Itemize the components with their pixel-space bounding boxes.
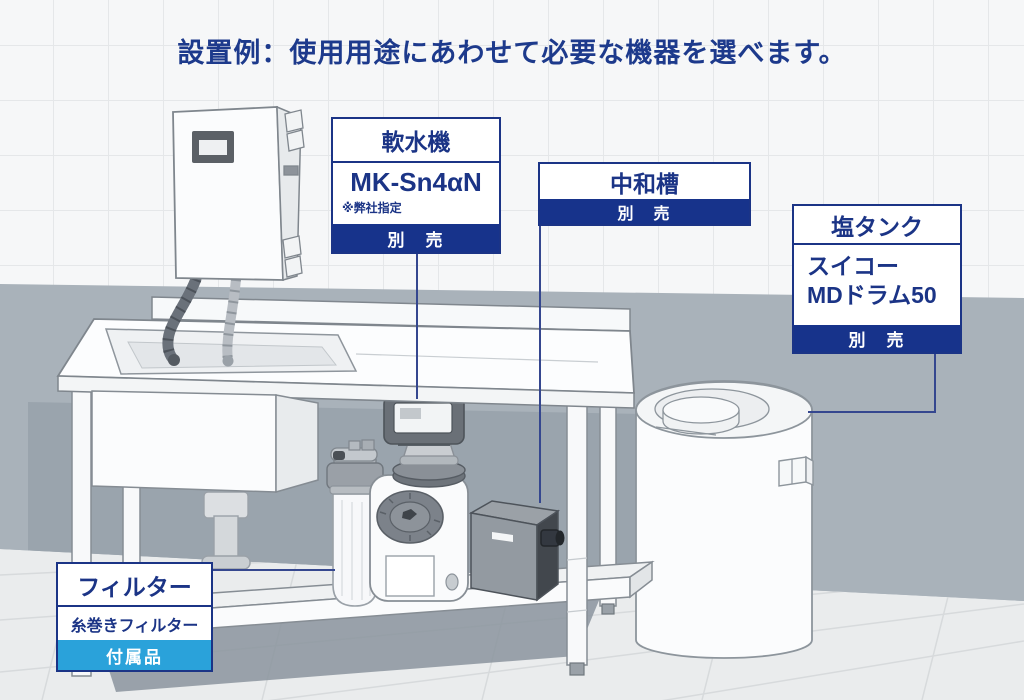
drum-side-fitting (778, 455, 814, 487)
callout-softener-model: MK-Sn4αN (350, 167, 482, 197)
water-softener-illustration (369, 395, 469, 602)
callout-neutralizer-availability-badge: 別 売 (540, 199, 749, 224)
filter-illustration (326, 439, 384, 607)
callout-softener-heading: 軟水機 (333, 119, 499, 163)
sink-underbox (91, 390, 277, 493)
callout-neutralization-tank: 中和槽 別 売 (538, 162, 751, 226)
page-title: 設置例：使用用途にあわせて必要な機器を選べます。 (177, 38, 847, 68)
connector-salt-tank (808, 353, 936, 413)
callout-salt-maker: スイコー (807, 253, 899, 279)
connector-lines (213, 225, 936, 571)
callout-salt-tank: 塩タンク スイコー MDドラム50 別 売 (792, 204, 962, 354)
leg-foot (569, 662, 585, 676)
callout-neutralizer-heading: 中和槽 (610, 170, 679, 197)
table-shadow (98, 598, 600, 692)
counter-edge (57, 375, 635, 409)
callout-salt-availability-badge: 別 売 (794, 325, 960, 352)
callout-softener: 軟水機 MK-Sn4αN ※弊社指定 別 売 (331, 117, 501, 254)
tank-label (492, 532, 513, 542)
softener-label (385, 555, 435, 597)
callout-softener-availability-badge: 別 売 (333, 224, 499, 252)
callout-filter-model: 糸巻きフィルター (70, 617, 199, 635)
callout-salt-model: MDドラム50 (807, 282, 937, 308)
callout-filter-availability-badge: 付属品 (58, 640, 211, 670)
callout-salt-heading: 塩タンク (794, 206, 960, 245)
tank-outlet-fitting (540, 529, 565, 547)
wall-mounted-unit-illustration (172, 105, 305, 281)
neutralization-tank-illustration (468, 500, 565, 602)
callout-filter: フィルター 糸巻きフィルター 付属品 (56, 562, 213, 672)
salt-tank-illustration (635, 380, 814, 659)
leg-foot (601, 603, 615, 615)
softener-control-head (383, 395, 465, 446)
callout-filter-heading: フィルター (58, 564, 211, 607)
sink-drain-pipe (201, 491, 251, 570)
callout-softener-note: ※弊社指定 (342, 201, 402, 215)
flexible-hoses (162, 273, 241, 367)
mounting-brackets (282, 109, 305, 278)
softener-turbine-disc (376, 490, 444, 544)
